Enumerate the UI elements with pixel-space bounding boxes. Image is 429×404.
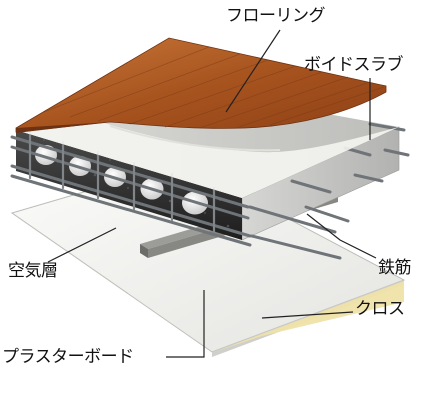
rebar-verticals [28,130,216,234]
leader-air-layer [47,227,117,263]
label-cloth: クロス [355,299,405,319]
label-plaster-board: プラスターボード [2,347,134,367]
wood-flooring [15,37,387,133]
label-void-slab: ボイドスラブ [304,55,404,75]
label-flooring: フローリング [226,6,326,26]
leader-flooring [225,29,281,113]
cloth-layer [214,281,404,352]
label-rebar: 鉄筋 [378,258,412,278]
leader-cloth [261,311,354,319]
rebar-bars [10,122,410,260]
underlay-membrane [16,120,399,198]
leader-rebar [306,213,377,259]
leader-plaster-board [166,290,205,358]
label-air-layer: 空気層 [8,261,58,281]
leader-lines [47,29,377,358]
